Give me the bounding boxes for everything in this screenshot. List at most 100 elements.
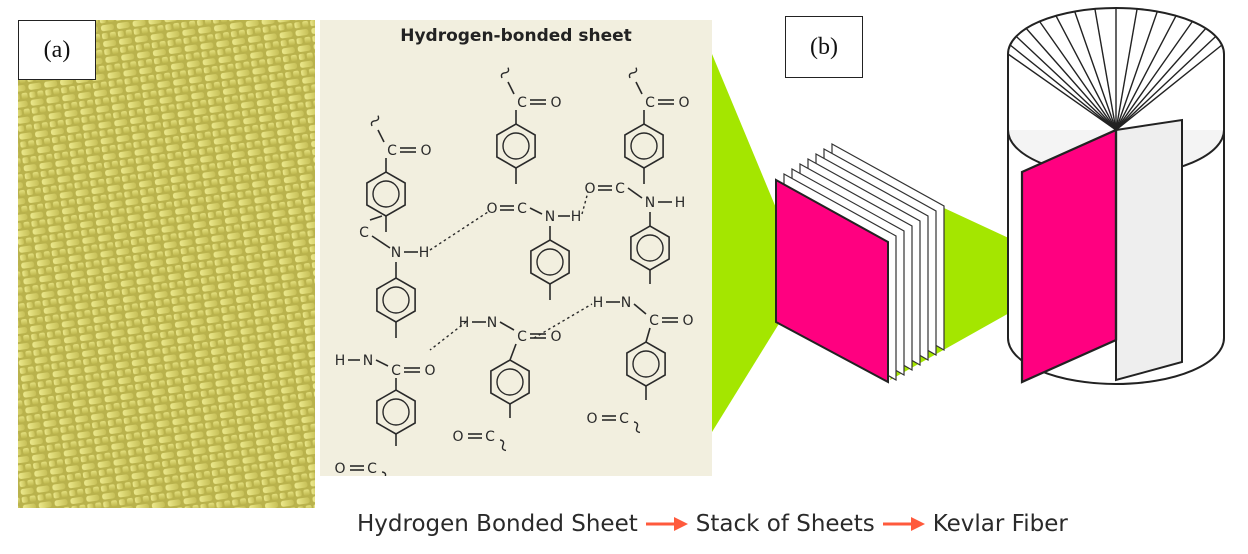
oxygen-atom: O xyxy=(420,143,431,159)
fiber-radial-line xyxy=(1115,8,1138,131)
nitrogen-atom: N xyxy=(391,245,401,261)
aromatic-circle xyxy=(372,180,400,208)
carbon-atom: C xyxy=(485,429,495,445)
carbon-atom: C xyxy=(619,411,629,427)
oxygen-atom: O xyxy=(452,429,463,445)
oxygen-atom: O xyxy=(550,95,561,111)
caption-step-sheet: Hydrogen Bonded Sheet xyxy=(357,511,638,537)
hydrogen-atom: H xyxy=(419,245,430,261)
chain-continuation xyxy=(499,439,507,452)
carbon-atom: C xyxy=(367,461,377,476)
fiber-radial-line xyxy=(1094,8,1117,131)
bond xyxy=(627,187,643,199)
caption-step-fiber: Kevlar Fiber xyxy=(932,511,1068,537)
hydrogen-bond xyxy=(581,191,589,215)
aromatic-circle xyxy=(502,132,530,160)
carbon-atom: C xyxy=(615,181,625,197)
carbon-atom: C xyxy=(359,225,369,241)
bond xyxy=(633,303,647,315)
bond xyxy=(509,343,517,361)
aromatic-circle xyxy=(636,234,664,262)
hydrogen-bond xyxy=(533,303,593,339)
fiber-radial-line xyxy=(1115,27,1207,131)
oxygen-atom: O xyxy=(682,313,693,329)
oxygen-atom: O xyxy=(334,461,345,476)
bond xyxy=(377,129,385,143)
aromatic-circle xyxy=(632,350,660,378)
fiber-radial-line xyxy=(1039,21,1117,131)
caption-step-stack: Stack of Sheets xyxy=(695,511,875,537)
benzene-ring xyxy=(624,123,664,169)
bond xyxy=(375,359,389,367)
fiber-radial-line xyxy=(1015,35,1117,131)
hydrogen-atom: H xyxy=(571,209,582,225)
oxygen-atom: O xyxy=(586,411,597,427)
chain-continuation xyxy=(628,67,638,79)
nitrogen-atom: N xyxy=(645,195,655,211)
benzene-ring xyxy=(530,239,570,285)
fiber-radial-line xyxy=(1115,44,1223,131)
zoom-wedge-1 xyxy=(712,54,806,432)
fiber-radial-line xyxy=(1007,53,1117,131)
fiber-cut-face xyxy=(1020,128,1118,384)
sheet-title: Hydrogen-bonded sheet xyxy=(400,26,632,46)
bond xyxy=(369,215,383,221)
chain-continuation xyxy=(381,471,389,476)
fiber-radial-line xyxy=(1115,35,1217,131)
bond xyxy=(371,235,391,249)
carbon-atom: C xyxy=(391,363,401,379)
carbon-atom: C xyxy=(517,95,527,111)
bond xyxy=(635,81,643,95)
oxygen-atom: O xyxy=(550,329,561,345)
nitrogen-atom: N xyxy=(487,315,497,331)
kevlar-fiber xyxy=(1007,7,1225,385)
fiber-radial-line xyxy=(1074,11,1117,131)
fiber-radial-line xyxy=(1025,27,1117,131)
carbon-atom: C xyxy=(645,95,655,111)
panel-b-label: (b) xyxy=(785,16,863,78)
fiber-radial-line xyxy=(1009,44,1117,131)
fabric-photo xyxy=(18,20,315,508)
hydrogen-atom: H xyxy=(593,295,604,311)
aromatic-circle xyxy=(536,248,564,276)
chain-continuation xyxy=(633,421,641,434)
nitrogen-atom: N xyxy=(363,353,373,369)
bond xyxy=(529,207,543,215)
aromatic-circle xyxy=(382,286,410,314)
hydrogen-bond xyxy=(429,211,489,251)
chain-continuation xyxy=(370,115,380,127)
nitrogen-atom: N xyxy=(621,295,631,311)
benzene-ring xyxy=(630,225,670,271)
benzene-ring xyxy=(626,341,666,387)
panel-a-label: (a) xyxy=(18,20,96,80)
oxygen-atom: O xyxy=(584,181,595,197)
benzene-ring xyxy=(376,389,416,435)
aromatic-circle xyxy=(496,368,524,396)
oxygen-atom: O xyxy=(486,201,497,217)
fiber-radial-line xyxy=(1115,15,1177,131)
oxygen-atom: O xyxy=(678,95,689,111)
oxygen-atom: O xyxy=(424,363,435,379)
nitrogen-atom: N xyxy=(545,209,555,225)
carbon-atom: C xyxy=(387,143,397,159)
bond xyxy=(645,327,651,343)
benzene-ring xyxy=(496,123,536,169)
fiber-radial-line xyxy=(1055,15,1117,131)
carbon-atom: C xyxy=(649,313,659,329)
hydrogen-bond xyxy=(429,321,467,351)
carbon-atom: C xyxy=(517,201,527,217)
aromatic-circle xyxy=(630,132,658,160)
right-arrow-icon xyxy=(645,517,688,531)
fiber-radial-line xyxy=(1115,21,1193,131)
benzene-ring xyxy=(376,277,416,323)
right-arrow-icon xyxy=(882,517,925,531)
fiber-radial-line xyxy=(1115,11,1158,131)
hydrogen-atom: H xyxy=(675,195,686,211)
bond xyxy=(499,321,515,331)
front-sheet xyxy=(775,178,889,384)
hydrogen-atom: H xyxy=(335,353,346,369)
chain-continuation xyxy=(500,67,510,79)
aromatic-circle xyxy=(382,398,410,426)
